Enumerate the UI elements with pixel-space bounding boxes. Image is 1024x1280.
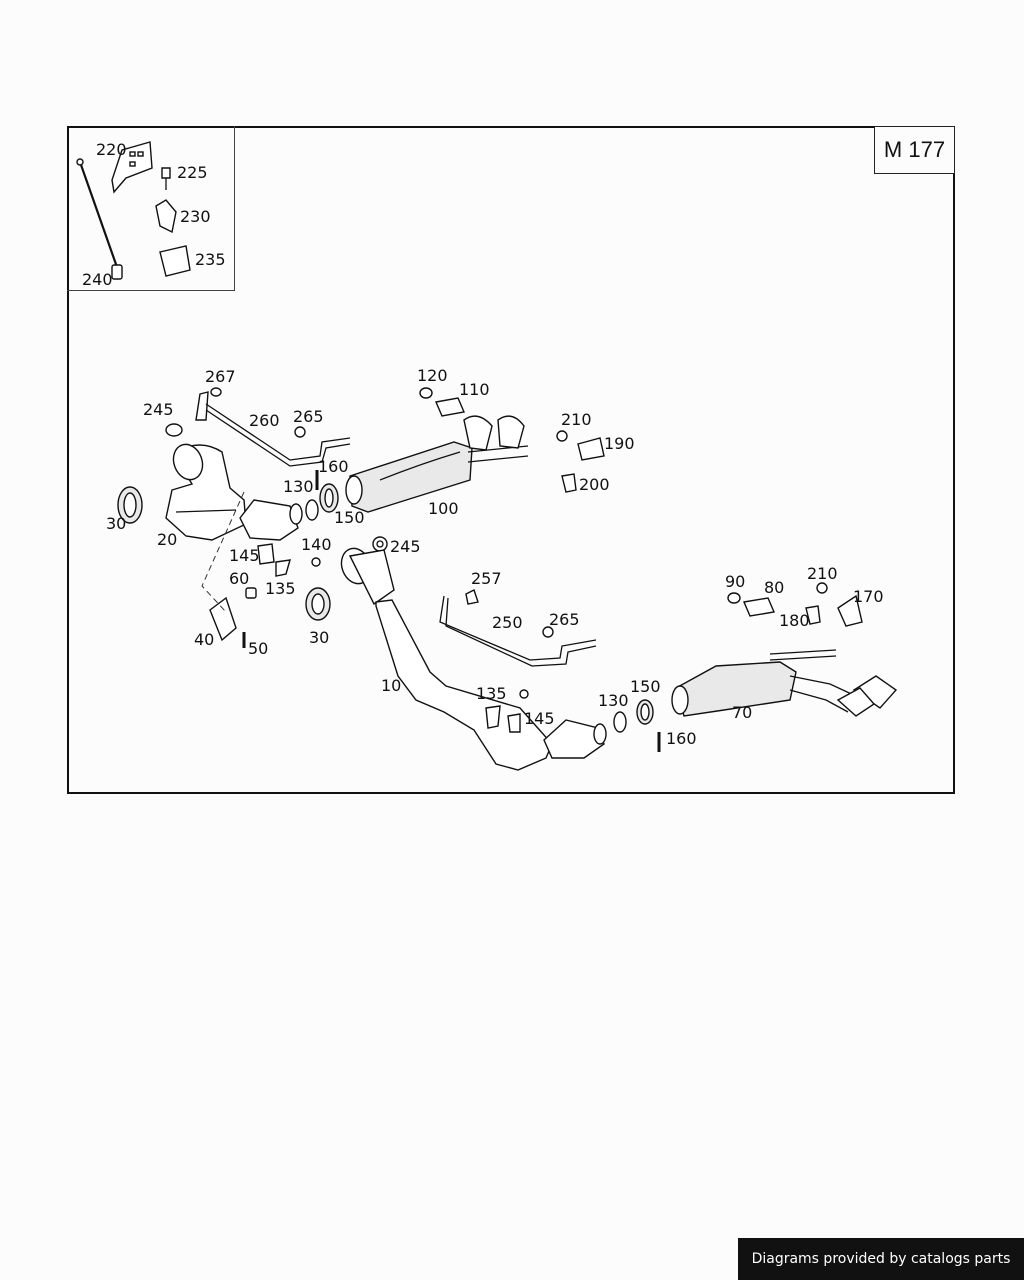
label-100: 100 xyxy=(428,499,459,518)
bracket-135-upper[interactable] xyxy=(275,559,291,577)
label-50: 50 xyxy=(248,639,268,658)
rubber-mount-120[interactable] xyxy=(419,387,433,399)
hanger-200[interactable] xyxy=(561,473,577,493)
label-265-upper: 265 xyxy=(293,407,324,426)
clip-235[interactable] xyxy=(159,245,191,277)
hanger-180[interactable] xyxy=(805,605,821,625)
clamp-150-lower[interactable] xyxy=(636,699,654,725)
bracket-267[interactable] xyxy=(195,387,222,421)
engine-code-box: M 177 xyxy=(874,126,955,174)
rubber-mount-90[interactable] xyxy=(727,592,741,604)
gasket-245-upper[interactable] xyxy=(165,423,183,437)
nut-140[interactable] xyxy=(311,557,321,567)
label-110: 110 xyxy=(459,380,490,399)
label-267: 267 xyxy=(205,367,236,386)
clamp-30-upper[interactable] xyxy=(117,486,143,524)
label-30-lower: 30 xyxy=(309,628,329,647)
bracket-40[interactable] xyxy=(209,596,237,642)
label-210-lower: 210 xyxy=(807,564,838,583)
label-120: 120 xyxy=(417,366,448,385)
bracket-135-lower[interactable] xyxy=(485,705,501,729)
clamp-150-upper[interactable] xyxy=(319,483,339,513)
label-170: 170 xyxy=(853,587,884,606)
label-245-upper: 245 xyxy=(143,400,174,419)
label-30-upper: 30 xyxy=(106,514,126,533)
bolt-225[interactable] xyxy=(161,167,171,190)
oxygen-sensor-240[interactable] xyxy=(76,158,123,280)
inset-panel xyxy=(67,126,235,291)
label-90: 90 xyxy=(725,572,745,591)
label-40: 40 xyxy=(194,630,214,649)
rear-muffler-70[interactable] xyxy=(671,649,898,717)
bolt-265-lower[interactable] xyxy=(542,626,554,638)
label-160-upper: 160 xyxy=(318,457,349,476)
label-200: 200 xyxy=(579,475,610,494)
bracket-170[interactable] xyxy=(837,594,863,627)
label-70: 70 xyxy=(732,703,752,722)
label-190: 190 xyxy=(604,434,635,453)
label-260: 260 xyxy=(249,411,280,430)
label-225: 225 xyxy=(177,163,208,182)
gasket-245-lower[interactable] xyxy=(372,536,388,552)
label-60: 60 xyxy=(229,569,249,588)
label-245-lower: 245 xyxy=(390,537,421,556)
bracket-190[interactable] xyxy=(577,437,605,461)
front-pipe-10[interactable] xyxy=(337,544,553,771)
label-210-upper: 210 xyxy=(561,410,592,429)
sensor-60[interactable] xyxy=(245,587,257,599)
label-10: 10 xyxy=(381,676,401,695)
bracket-110[interactable] xyxy=(435,397,465,417)
bracket-80[interactable] xyxy=(743,597,775,617)
nut-lower[interactable] xyxy=(519,689,529,699)
label-150-upper: 150 xyxy=(334,508,365,527)
middle-muffler-100[interactable] xyxy=(345,415,529,513)
label-235: 235 xyxy=(195,250,226,269)
exhaust-manifold-20[interactable] xyxy=(165,440,247,541)
label-250: 250 xyxy=(492,613,523,632)
clamp-30-lower[interactable] xyxy=(305,587,331,621)
nut-210-upper[interactable] xyxy=(556,430,568,442)
engine-code: M 177 xyxy=(883,137,946,162)
catalytic-converter-upper[interactable] xyxy=(239,499,303,541)
bracket-145-upper[interactable] xyxy=(257,543,275,565)
gasket-130-upper[interactable] xyxy=(305,499,319,521)
label-145-lower: 145 xyxy=(524,709,555,728)
label-180: 180 xyxy=(779,611,810,630)
footer-credit: Diagrams provided by catalogs parts xyxy=(738,1238,1024,1280)
label-230: 230 xyxy=(180,207,211,226)
label-130-lower: 130 xyxy=(598,691,629,710)
label-220: 220 xyxy=(96,140,127,159)
label-145-upper: 145 xyxy=(229,546,260,565)
label-130-upper: 130 xyxy=(283,477,314,496)
clip-230[interactable] xyxy=(155,199,177,234)
label-80: 80 xyxy=(764,578,784,597)
label-160-lower: 160 xyxy=(666,729,697,748)
label-257: 257 xyxy=(471,569,502,588)
callout-labels: 220 225 230 235 240 267 245 260 265 160 … xyxy=(82,140,884,748)
gasket-130-lower[interactable] xyxy=(613,711,627,733)
nut-210-lower[interactable] xyxy=(816,582,828,594)
bracket-257[interactable] xyxy=(465,589,479,605)
label-135-upper: 135 xyxy=(265,579,296,598)
pipe-250[interactable] xyxy=(439,595,597,667)
bolt-265-upper[interactable] xyxy=(294,426,306,438)
label-140: 140 xyxy=(301,535,332,554)
label-240: 240 xyxy=(82,270,113,289)
label-150-lower: 150 xyxy=(630,677,661,696)
label-265-lower: 265 xyxy=(549,610,580,629)
label-20: 20 xyxy=(157,530,177,549)
pipe-260[interactable] xyxy=(205,403,351,467)
bracket-220[interactable] xyxy=(111,141,153,194)
footer-text: Diagrams provided by catalogs parts xyxy=(751,1251,1011,1267)
label-135-lower: 135 xyxy=(476,684,507,703)
bracket-145-lower[interactable] xyxy=(507,713,521,733)
catalytic-converter-lower[interactable] xyxy=(543,719,607,759)
